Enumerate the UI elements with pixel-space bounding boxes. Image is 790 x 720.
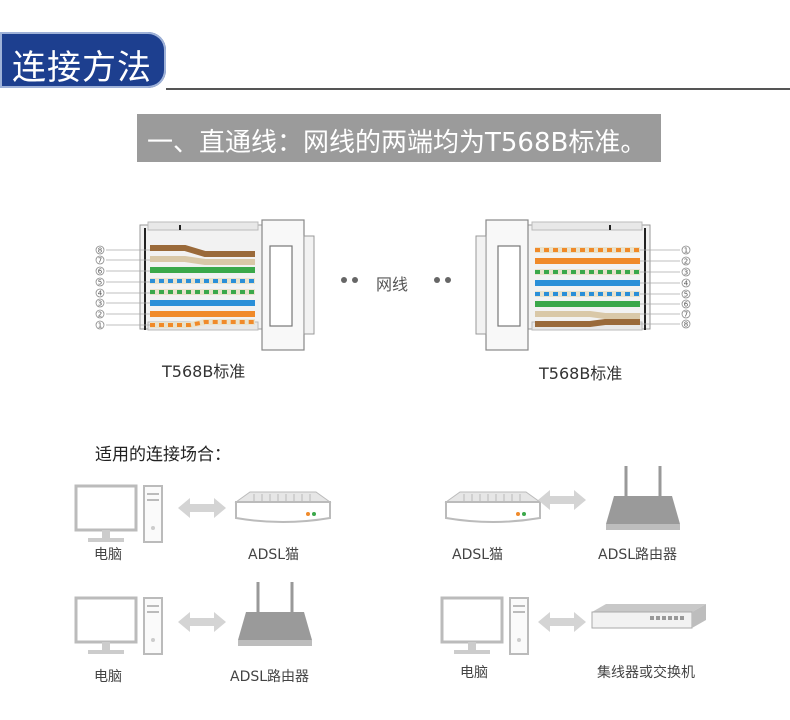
s4-arrow-icon bbox=[538, 612, 586, 632]
left-pin-4: 4 bbox=[98, 290, 103, 298]
s3-computer-icon bbox=[74, 596, 164, 656]
s1-computer-icon bbox=[74, 484, 164, 544]
s3-arrow-icon bbox=[178, 612, 226, 632]
cable-dots-left bbox=[341, 277, 358, 283]
s4-computer-icon bbox=[440, 596, 530, 656]
right-pin-2: 2 bbox=[684, 258, 688, 266]
section-tab bbox=[0, 32, 166, 88]
left-pin-7: 7 bbox=[98, 257, 102, 265]
left-pin-2: 2 bbox=[98, 311, 102, 319]
section-title: 连接方法 bbox=[12, 48, 152, 88]
cable-label: 网线 bbox=[376, 275, 409, 294]
left-pin-6: 6 bbox=[98, 268, 103, 276]
banner bbox=[137, 114, 661, 162]
s2-router-icon bbox=[604, 464, 682, 532]
right-rj45-connector bbox=[475, 219, 691, 351]
left-wires bbox=[150, 245, 255, 328]
right-pin-4: 4 bbox=[684, 280, 689, 288]
left-standard-label: T568B标准 bbox=[162, 362, 246, 381]
s4-right-label: 集线器或交换机 bbox=[597, 665, 695, 681]
left-pin-8: 8 bbox=[98, 247, 102, 255]
left-rj45-connector bbox=[95, 219, 315, 351]
s3-right-label: ADSL路由器 bbox=[230, 669, 310, 685]
header-divider bbox=[166, 88, 790, 90]
left-pin-1: 1 bbox=[98, 322, 102, 330]
scenarios-title: 适用的连接场合： bbox=[95, 445, 231, 465]
s1-modem-icon bbox=[235, 491, 331, 523]
s2-right-label: ADSL路由器 bbox=[598, 547, 678, 563]
left-pin-3: 3 bbox=[98, 300, 102, 308]
banner-text: 一、直通线：网线的两端均为T568B标准。 bbox=[147, 128, 647, 158]
right-pin-1: 1 bbox=[684, 247, 688, 255]
s1-right-label: ADSL猫 bbox=[248, 547, 300, 563]
right-pin-3: 3 bbox=[684, 269, 688, 277]
s4-switch-icon bbox=[591, 604, 706, 629]
right-pin-8: 8 bbox=[684, 321, 688, 329]
left-pin-5: 5 bbox=[98, 279, 102, 287]
s2-modem-icon bbox=[445, 491, 541, 523]
s4-left-label: 电脑 bbox=[460, 665, 488, 681]
right-pin-7: 7 bbox=[684, 311, 688, 319]
right-pin-5: 5 bbox=[684, 291, 688, 299]
s3-router-icon bbox=[236, 580, 314, 648]
right-pin-6: 6 bbox=[684, 301, 689, 309]
s3-left-label: 电脑 bbox=[94, 669, 122, 685]
right-wires bbox=[535, 247, 640, 327]
s2-arrow-icon bbox=[538, 490, 586, 510]
cable-dots-right bbox=[434, 277, 451, 283]
s1-arrow-icon bbox=[178, 498, 226, 518]
right-standard-label: T568B标准 bbox=[539, 364, 623, 383]
s2-left-label: ADSL猫 bbox=[452, 547, 504, 563]
s1-left-label: 电脑 bbox=[94, 547, 122, 563]
